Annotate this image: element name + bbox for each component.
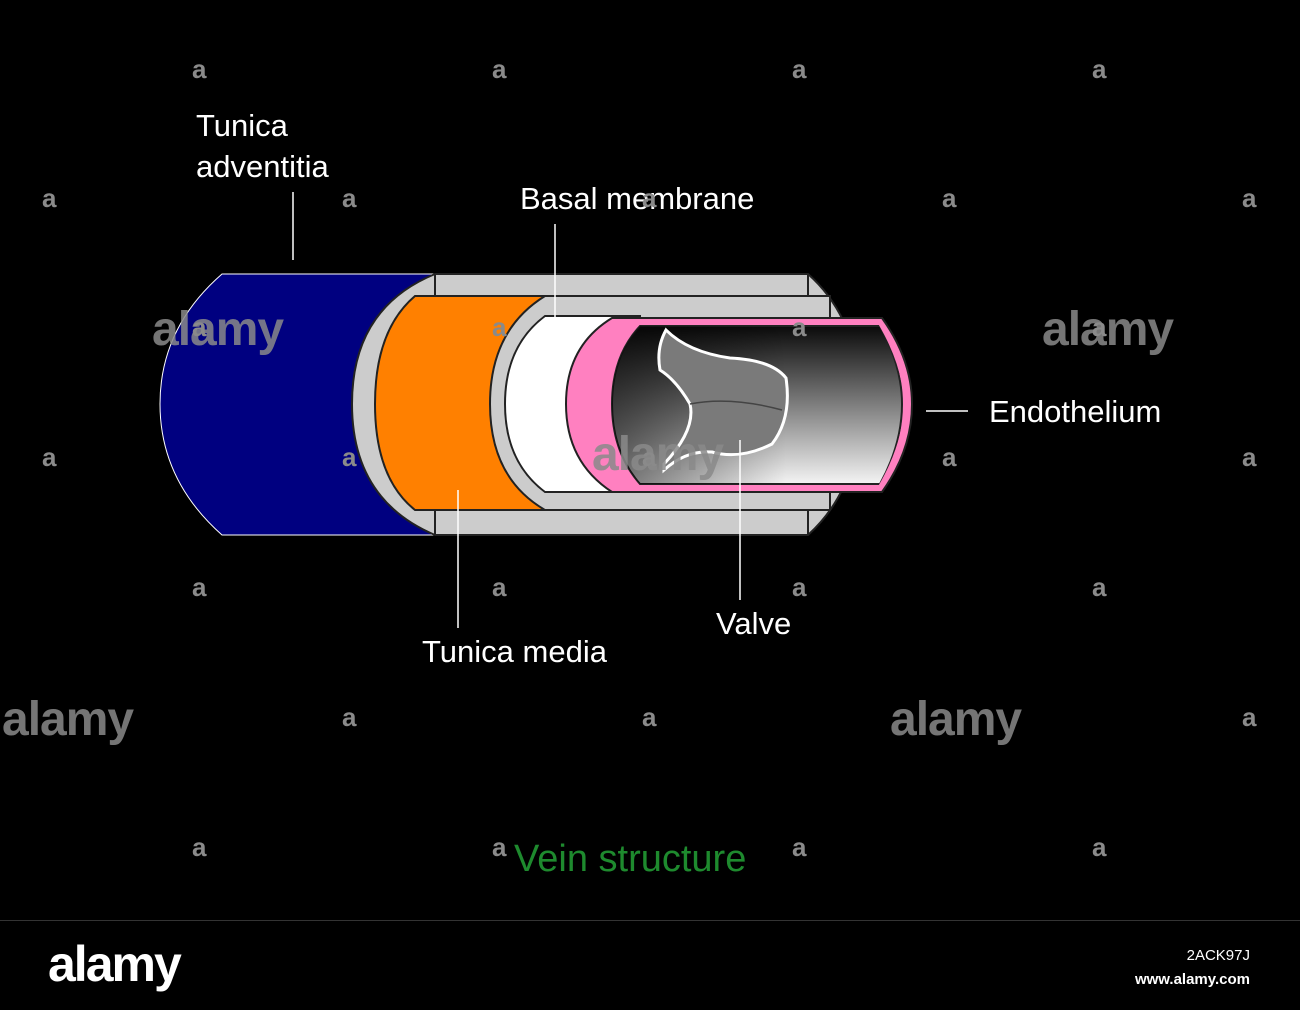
watermark-word: alamy [2,693,134,746]
watermark-mark: a [1092,312,1107,342]
watermark-mark: a [492,54,507,84]
watermark-mark: a [192,572,207,602]
footer-bar: alamy 2ACK97J www.alamy.com [0,920,1300,1010]
label-endothelium: Endothelium [989,394,1161,429]
watermark-word: alamy [152,303,284,356]
valve-leaflets [657,327,789,474]
watermark-mark: a [342,442,357,472]
watermark-mark: a [792,54,807,84]
valve-leaflet-divider [689,400,783,411]
footer-image-id: 2ACK97J [1186,947,1250,964]
label-tunica-adventitia-line1: Tunica [196,108,289,143]
footer-image-info: 2ACK97J www.alamy.com [1135,944,1250,992]
watermark-mark: a [342,702,357,732]
label-tunica-adventitia-line2: adventitia [196,149,329,184]
watermark-mark: a [192,832,207,862]
watermark-mark: a [42,442,57,472]
watermark-mark: a [642,183,657,213]
footer-logo: alamy [48,936,182,992]
watermark-mark: a [1242,183,1257,213]
diagram-title: Vein structure [514,838,746,880]
watermark-mark: a [792,572,807,602]
watermark-mark: a [42,183,57,213]
watermark-mark: a [342,183,357,213]
watermark-mark: a [1092,54,1107,84]
watermark-mark: a [642,442,657,472]
label-basal-membrane: Basal membrane [520,181,754,216]
watermark-mark: a [642,702,657,732]
watermark-mark: a [492,572,507,602]
watermark-mark: a [492,312,507,342]
watermark-word: alamy [1042,303,1174,356]
label-valve: Valve [716,606,791,641]
watermark-mark: a [1242,442,1257,472]
watermark-word: alamy [890,693,1022,746]
watermark-mark: a [1092,832,1107,862]
watermark-mark: a [1242,702,1257,732]
watermark-mark: a [792,832,807,862]
watermark-mark: a [192,312,207,342]
watermark-word: alamy [592,428,724,481]
vein-structure-diagram: Tunica adventitia Basal membrane Endothe… [2,54,1257,880]
watermark-mark: a [1092,572,1107,602]
watermark-mark: a [942,442,957,472]
lumen-opening-edge [877,320,909,490]
watermark-mark: a [192,54,207,84]
label-tunica-media: Tunica media [422,634,608,669]
watermark-mark: a [792,312,807,342]
watermark-mark: a [942,183,957,213]
watermark-mark: a [492,832,507,862]
footer-url[interactable]: www.alamy.com [1134,971,1250,988]
